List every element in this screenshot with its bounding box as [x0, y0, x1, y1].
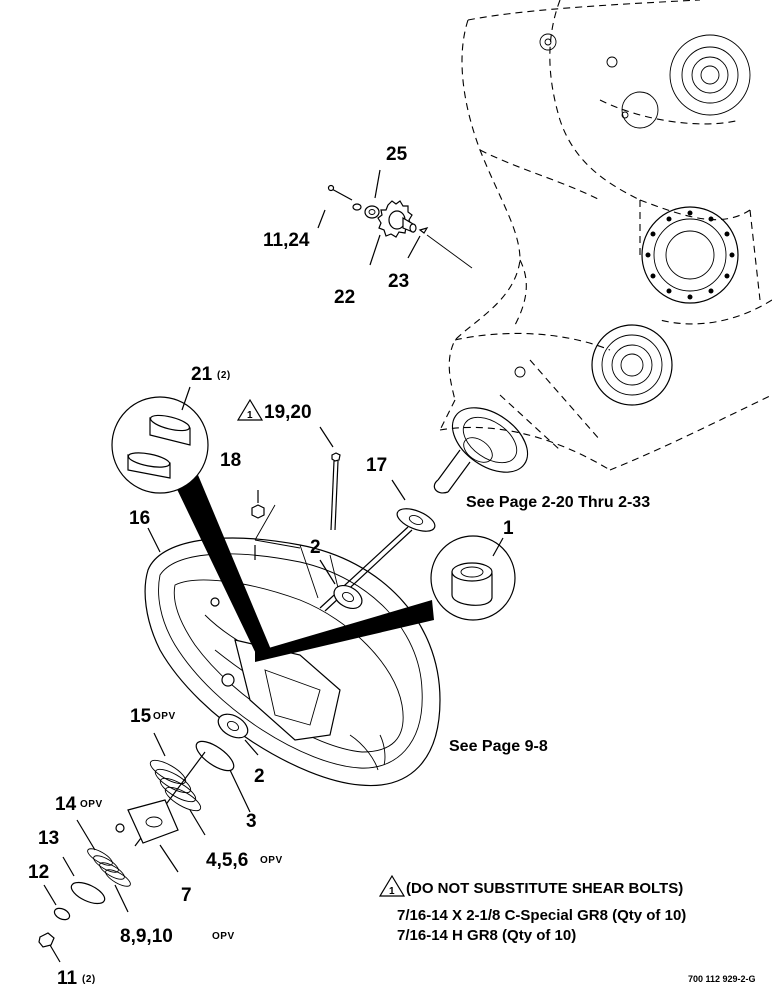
leader-23 [407, 235, 421, 259]
part-18-nut [251, 490, 265, 519]
note-line-2: 7/16-14 H GR8 (Qty of 10) [397, 927, 576, 944]
note-triangle-number: 1 [389, 886, 395, 897]
note-title: (DO NOT SUBSTITUTE SHEAR BOLTS) [406, 880, 683, 897]
callout-16: 16 [129, 508, 150, 529]
callout-15-opv: OPV [153, 711, 176, 722]
part-15-spring [149, 732, 206, 836]
callout-21-qty: (2) [217, 370, 231, 381]
leader-22 [369, 234, 381, 266]
callout-21: 21 [191, 364, 213, 385]
callout-22: 22 [334, 287, 355, 308]
gearbox-housing [433, 0, 772, 494]
callout-4-5-6: 4,5,6 [206, 850, 248, 871]
callout-1: 1 [503, 518, 514, 539]
leader-25 [374, 169, 381, 199]
callout-8-9-10-opv: OPV [212, 931, 235, 942]
detail-circle-21 [111, 386, 272, 658]
callout-19-20: 19,20 [264, 402, 312, 423]
callout-23: 23 [388, 271, 409, 292]
callout-25: 25 [386, 144, 408, 165]
part-2-bushing-top [319, 559, 363, 610]
part-19-20-bolt [254, 426, 341, 549]
note-triangle-icon: 1 [378, 874, 406, 897]
reference-page-9-8: See Page 9-8 [449, 738, 548, 755]
note-line-1: 7/16-14 X 2-1/8 C-Special GR8 (Qty of 10… [397, 907, 686, 924]
warning-triangle-icon: 1 [236, 398, 264, 421]
leader-16 [147, 527, 161, 553]
callout-14: 14 [55, 794, 77, 815]
callout-11-qty: (2) [82, 974, 96, 985]
callout-12: 12 [28, 862, 49, 883]
part-7-plate [115, 799, 179, 873]
warning-triangle-number: 1 [247, 410, 253, 421]
callout-17: 17 [366, 455, 387, 476]
callout-14-opv: OPV [80, 799, 103, 810]
callout-18: 18 [220, 450, 241, 471]
callout-11-24: 11,24 [263, 230, 310, 251]
part-11-bolt [38, 932, 61, 963]
leader-11-24 [317, 209, 326, 229]
callout-3: 3 [246, 811, 257, 832]
idler-sprocket-assembly [327, 184, 473, 269]
part-2-bushing-bottom [217, 713, 259, 756]
callout-7: 7 [181, 885, 192, 906]
part-12-lockwasher [43, 884, 71, 921]
reference-page-2-20: See Page 2-20 Thru 2-33 [466, 494, 650, 511]
callout-2-top: 2 [310, 537, 321, 558]
detail-circle-1 [255, 535, 516, 662]
callout-15: 15 [130, 706, 152, 727]
clutch-wheel [144, 537, 441, 787]
drawing-code: 700 112 929-2-G [688, 974, 756, 984]
part-13-washer [62, 856, 106, 905]
callout-8-9-10: 8,9,10 [120, 926, 173, 947]
callout-11: 11 [57, 968, 78, 989]
callout-2-bottom: 2 [254, 766, 265, 787]
callout-13: 13 [38, 828, 59, 849]
callout-4-5-6-opv: OPV [260, 855, 283, 866]
part-14-spring [76, 819, 131, 913]
shear-bolt-note: 1 (DO NOT SUBSTITUTE SHEAR BOLTS) 7/16-1… [378, 874, 686, 944]
